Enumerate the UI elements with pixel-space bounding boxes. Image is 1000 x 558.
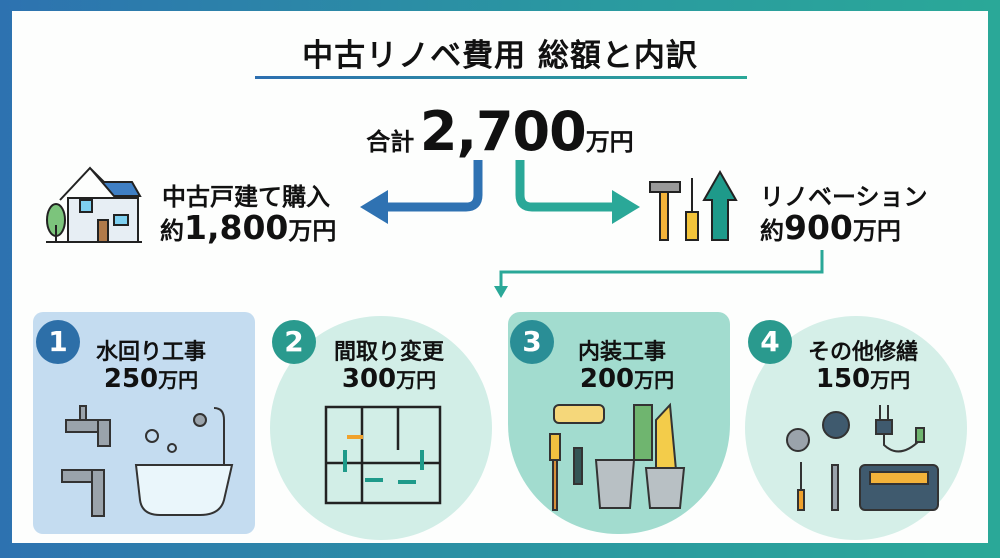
page-title: 中古リノベ費用 総額と内訳 (302, 38, 698, 74)
paint-tools-icon (549, 402, 686, 511)
item-amount: 150万円 (752, 364, 974, 394)
purchase-label: 中古戸建て購入 (162, 183, 330, 211)
connector-head (494, 286, 508, 298)
item-unit: 万円 (158, 368, 199, 392)
item-label: その他修繕 (808, 340, 919, 365)
connector-line (499, 250, 824, 288)
item-value: 250 (103, 364, 159, 394)
house-icon (46, 166, 142, 243)
repair-tools-icon (786, 405, 939, 511)
item-amount: 300万円 (278, 364, 500, 394)
arrow-to-purchase (385, 160, 483, 212)
renovation-amount: 約900万円 (760, 208, 901, 247)
badge-2: 2 (272, 320, 316, 364)
tools-arrow-icon (649, 169, 738, 241)
renovation-value: 900 (784, 208, 853, 247)
total-cost: 合計 2,700万円 (0, 100, 1000, 163)
badge-4: 4 (748, 320, 792, 364)
arrow-head-right (612, 190, 640, 224)
item-label: 内装工事 (578, 340, 667, 365)
badge-3: 3 (510, 320, 554, 364)
item-value: 200 (579, 364, 635, 394)
item-label: 水回り工事 (96, 340, 207, 365)
item-unit: 万円 (870, 368, 911, 392)
arrow-to-renovation (515, 160, 615, 212)
item-amount: 200万円 (516, 364, 738, 394)
total-label: 合計 (366, 128, 415, 156)
item-amount: 250万円 (40, 364, 262, 394)
item-unit: 万円 (634, 368, 675, 392)
badge-1: 1 (36, 320, 80, 364)
item-unit: 万円 (396, 368, 437, 392)
arrow-head-left (360, 190, 388, 224)
purchase-prefix: 約 (160, 217, 184, 245)
plumbing-icon (61, 405, 234, 517)
renovation-prefix: 約 (760, 217, 784, 245)
renovation-unit: 万円 (852, 217, 901, 245)
item-label: 間取り変更 (334, 340, 445, 365)
item-value: 300 (341, 364, 397, 394)
item-value: 150 (815, 364, 871, 394)
purchase-value: 1,800 (184, 208, 289, 247)
title-underline (255, 76, 747, 79)
purchase-unit: 万円 (288, 217, 337, 245)
total-unit: 万円 (585, 128, 634, 156)
purchase-amount: 約1,800万円 (160, 208, 336, 247)
total-value: 2,700 (419, 100, 587, 163)
renovation-label: リノベーション (760, 183, 928, 211)
floorplan-icon (324, 405, 442, 505)
